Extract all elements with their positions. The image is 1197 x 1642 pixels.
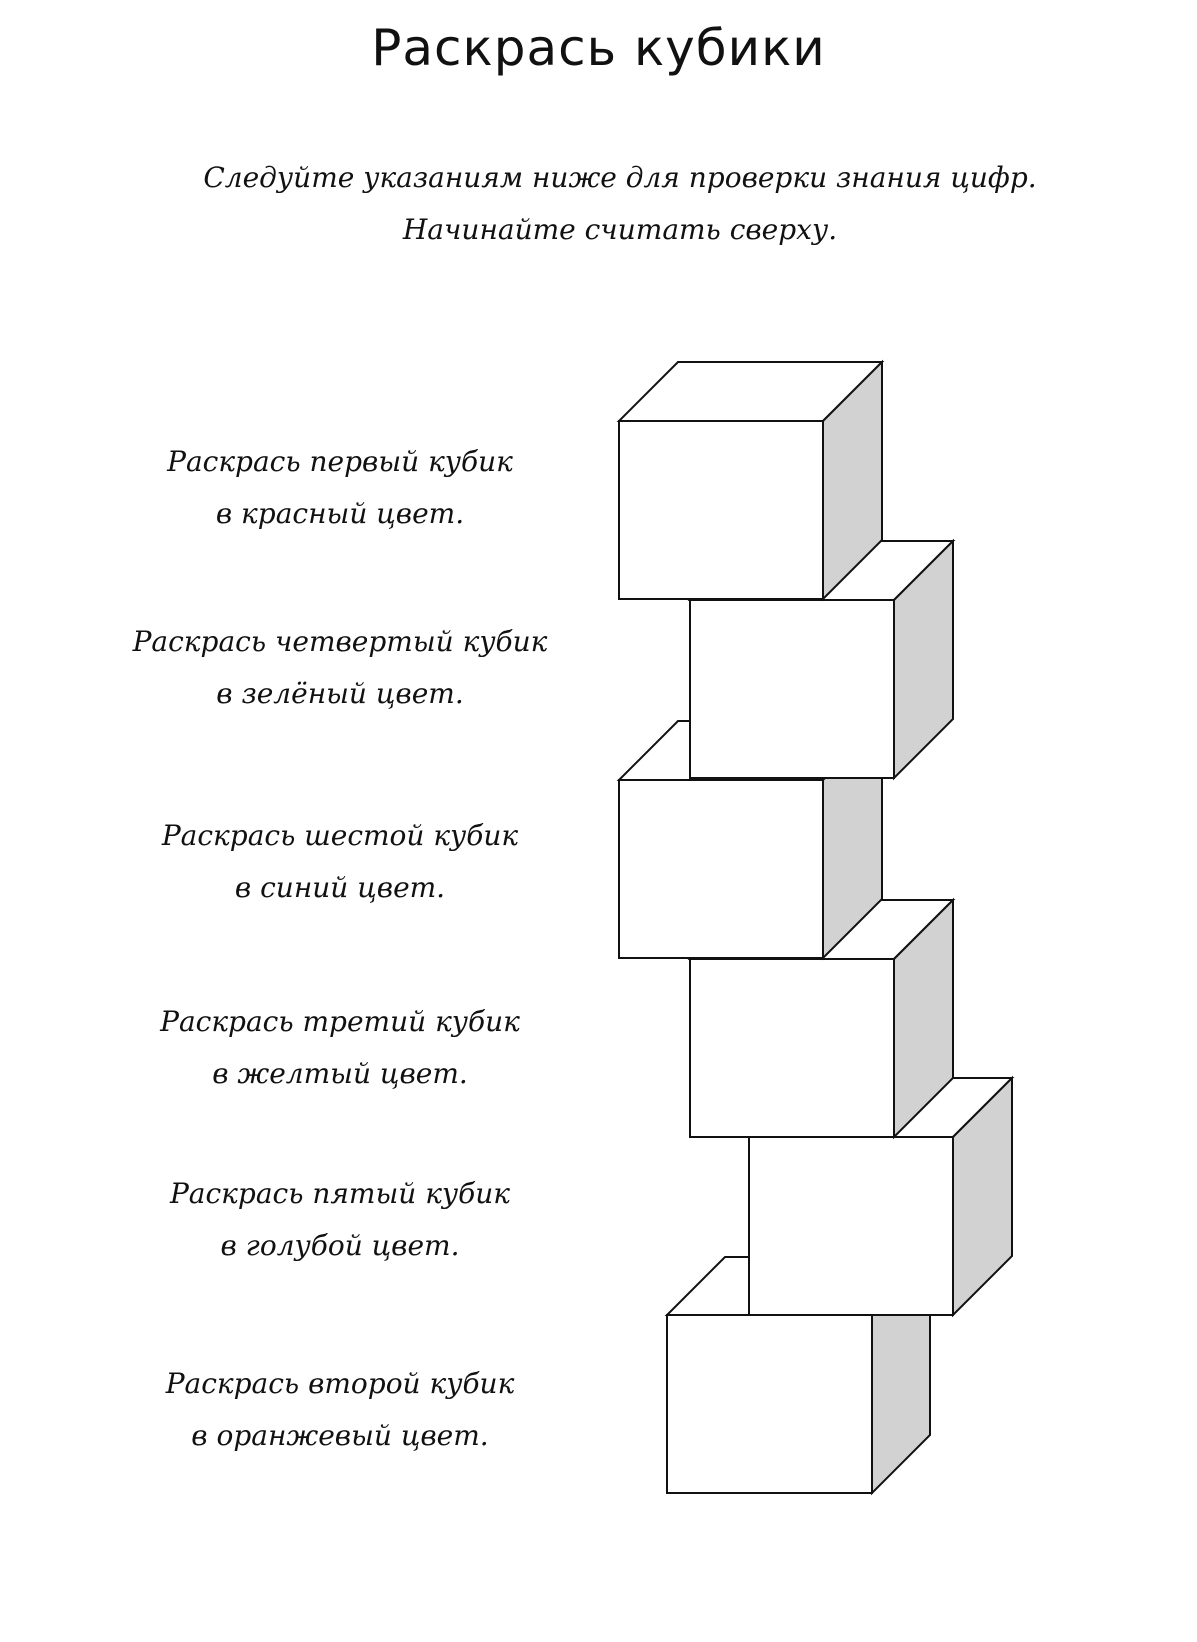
cube-6-front <box>666 1314 873 1494</box>
instruction-line: Раскрась пятый кубик <box>169 1177 511 1210</box>
instruction-4: Раскрась третий кубик в желтый цвет. <box>100 996 580 1100</box>
instruction-1: Раскрась первый кубик в красный цвет. <box>100 436 580 540</box>
cube-1[interactable] <box>616 359 885 602</box>
cube-4-front <box>689 958 895 1138</box>
instruction-line: в голубой цвет. <box>220 1229 460 1262</box>
cube-2-front <box>689 599 895 779</box>
intro-line-1: Следуйте указаниям ниже для проверки зна… <box>203 161 1037 194</box>
cube-5-front <box>748 1136 954 1316</box>
intro-line-2: Начинайте считать сверху. <box>402 213 838 246</box>
instruction-2: Раскрась четвертый кубик в зелёный цвет. <box>100 616 580 720</box>
instruction-line: Раскрась первый кубик <box>167 445 513 478</box>
instruction-line: в синий цвет. <box>234 871 446 904</box>
instruction-line: Раскрась третий кубик <box>160 1005 520 1038</box>
page-title: Раскрась кубики <box>371 19 826 77</box>
instruction-line: в зелёный цвет. <box>216 677 464 710</box>
cube-3-front <box>618 779 824 959</box>
instruction-3: Раскрась шестой кубик в синий цвет. <box>100 810 580 914</box>
instruction-line: Раскрась четвертый кубик <box>132 625 548 658</box>
instruction-line: в красный цвет. <box>215 497 465 530</box>
intro-text: Следуйте указаниям ниже для проверки зна… <box>160 152 1080 256</box>
instruction-line: Раскрась второй кубик <box>165 1367 515 1400</box>
instruction-line: в желтый цвет. <box>212 1057 468 1090</box>
instruction-line: Раскрась шестой кубик <box>161 819 519 852</box>
instruction-5: Раскрась пятый кубик в голубой цвет. <box>100 1168 580 1272</box>
cube-1-front <box>618 420 824 600</box>
instruction-6: Раскрась второй кубик в оранжевый цвет. <box>100 1358 580 1462</box>
instruction-line: в оранжевый цвет. <box>191 1419 489 1452</box>
